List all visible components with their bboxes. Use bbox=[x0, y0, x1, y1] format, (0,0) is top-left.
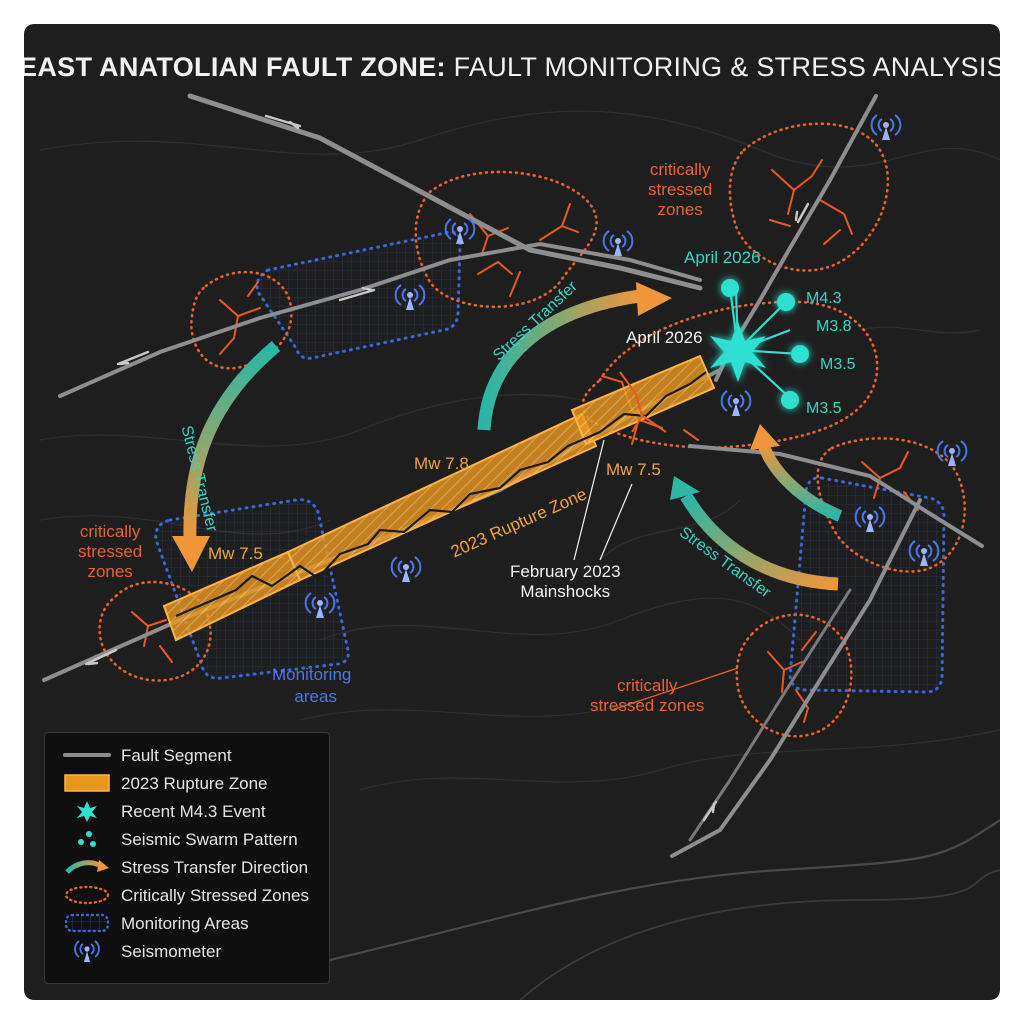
label-mainshocks: February 2023 Mainshocks bbox=[510, 562, 621, 602]
label-line: zones bbox=[87, 562, 133, 581]
fault-segment-northwest bbox=[187, 93, 703, 291]
label-line: critically bbox=[616, 676, 678, 695]
fault-segment-north-arc bbox=[58, 241, 702, 398]
legend-label: Seismic Swarm Pattern bbox=[121, 830, 298, 849]
seismometer-icon bbox=[74, 940, 100, 962]
rupture-trace bbox=[175, 371, 707, 618]
seismic-swarm bbox=[710, 279, 809, 409]
swarm-dots-icon bbox=[78, 831, 96, 847]
fault-segment-south-branch bbox=[688, 588, 852, 842]
label-critically-stressed-top: critically stressed zones bbox=[648, 160, 712, 220]
star-event-icon bbox=[77, 801, 97, 822]
stress-arrow-icon bbox=[65, 860, 109, 874]
stress-transfer-arrows bbox=[172, 282, 843, 591]
label-line: Mainshocks bbox=[520, 582, 611, 601]
label-line: critically bbox=[79, 522, 141, 541]
critical-zone-upper bbox=[414, 170, 598, 309]
label-line: areas bbox=[294, 687, 337, 706]
seismometer-icon bbox=[854, 506, 886, 532]
label-swarm-m35-b: M3.5 bbox=[806, 400, 842, 417]
stress-arrow-left bbox=[183, 341, 281, 541]
legend: Fault Segment 2023 Rupture Zone Recent M… bbox=[44, 732, 330, 984]
legend-label: Seismometer bbox=[121, 942, 222, 961]
label-monitoring-areas: Monitoring areas bbox=[272, 664, 351, 708]
swarm-event bbox=[781, 391, 799, 409]
fault-segment-southeast bbox=[670, 498, 922, 858]
label-line: zones bbox=[657, 200, 703, 219]
label-line: stressed bbox=[648, 180, 713, 199]
fault-segment-icon bbox=[63, 753, 111, 757]
stress-arrow-east bbox=[758, 443, 843, 522]
rupture-zone-icon bbox=[64, 774, 110, 792]
legend-label: Fault Segment bbox=[121, 746, 232, 765]
title-rest: FAULT MONITORING & STRESS ANALYSIS bbox=[453, 52, 1000, 82]
swarm-event bbox=[791, 345, 809, 363]
seismometer-icon bbox=[720, 390, 752, 416]
legend-row-swarm: Seismic Swarm Pattern bbox=[45, 827, 329, 853]
rupture-segment-northeast bbox=[570, 354, 716, 446]
title-bold: EAST ANATOLIAN FAULT ZONE: bbox=[24, 52, 446, 82]
label-mw75-right: Mw 7.5 bbox=[606, 460, 661, 479]
label-critically-stressed-left: critically stressed zones bbox=[78, 522, 142, 582]
legend-row-seismometer: Seismometer bbox=[45, 939, 329, 965]
legend-row-monitoring: Monitoring Areas bbox=[45, 911, 329, 937]
seismometer-icon bbox=[602, 230, 634, 256]
label-line: critically bbox=[649, 160, 711, 179]
seismometer-icon bbox=[304, 592, 336, 618]
label-april-2026-event: April 2026 bbox=[626, 328, 703, 347]
label-swarm-m43: M4.3 bbox=[806, 290, 842, 307]
label-line: stressed bbox=[78, 542, 143, 561]
label-line: Monitoring bbox=[272, 665, 352, 684]
legend-label: Critically Stressed Zones bbox=[121, 886, 310, 905]
stress-arrow-upper bbox=[477, 289, 641, 431]
m43-event-star bbox=[710, 322, 766, 382]
legend-row-rupture-zone: 2023 Rupture Zone bbox=[45, 771, 329, 797]
rupture-zone bbox=[162, 354, 716, 642]
label-mw75-left: Mw 7.5 bbox=[208, 544, 263, 563]
label-critically-stressed-bottom: critically stressed zones bbox=[590, 676, 704, 716]
legend-label: Monitoring Areas bbox=[121, 914, 249, 933]
stress-arrow-lower-right bbox=[680, 492, 839, 591]
seismometer-icon bbox=[390, 556, 422, 582]
critical-zone-left-upper bbox=[190, 270, 293, 370]
map-title: EAST ANATOLIAN FAULT ZONE: FAULT MONITOR… bbox=[24, 52, 1000, 83]
legend-row-fault-segment: Fault Segment bbox=[45, 743, 329, 769]
seismometer-icon bbox=[870, 114, 902, 140]
label-line: stressed zones bbox=[590, 696, 705, 715]
fault-map bbox=[39, 93, 1000, 1000]
swarm-event bbox=[777, 293, 795, 311]
seismometer-icon bbox=[394, 284, 426, 310]
swarm-event bbox=[721, 279, 739, 297]
critical-zone-swarm bbox=[581, 300, 879, 449]
legend-row-stress-arrow: Stress Transfer Direction bbox=[45, 855, 329, 881]
seismometer-icon bbox=[444, 218, 476, 244]
legend-row-star-event: Recent M4.3 Event bbox=[45, 799, 329, 825]
seismometer-icon bbox=[936, 440, 968, 466]
legend-label: Stress Transfer Direction bbox=[121, 858, 309, 877]
label-swarm-m38: M3.8 bbox=[816, 318, 852, 335]
critical-zone-northeast bbox=[728, 122, 890, 272]
seismometer-icon bbox=[908, 540, 940, 566]
legend-row-critical-zone: Critically Stressed Zones bbox=[45, 883, 329, 909]
label-line: February 2023 bbox=[510, 562, 621, 581]
seismometers bbox=[304, 114, 968, 618]
legend-label: 2023 Rupture Zone bbox=[121, 774, 268, 793]
rupture-fracture-tail bbox=[619, 371, 667, 433]
critical-zone-southwest bbox=[98, 580, 212, 682]
label-swarm-m35-a: M3.5 bbox=[820, 356, 856, 373]
critical-zone-icon bbox=[64, 885, 110, 905]
fault-segment-east bbox=[688, 444, 984, 548]
legend-label: Recent M4.3 Event bbox=[121, 802, 266, 821]
label-april-2026-top: April 2026 bbox=[684, 248, 761, 267]
monitoring-area-icon bbox=[64, 913, 110, 933]
label-mw78: Mw 7.8 bbox=[414, 454, 469, 473]
